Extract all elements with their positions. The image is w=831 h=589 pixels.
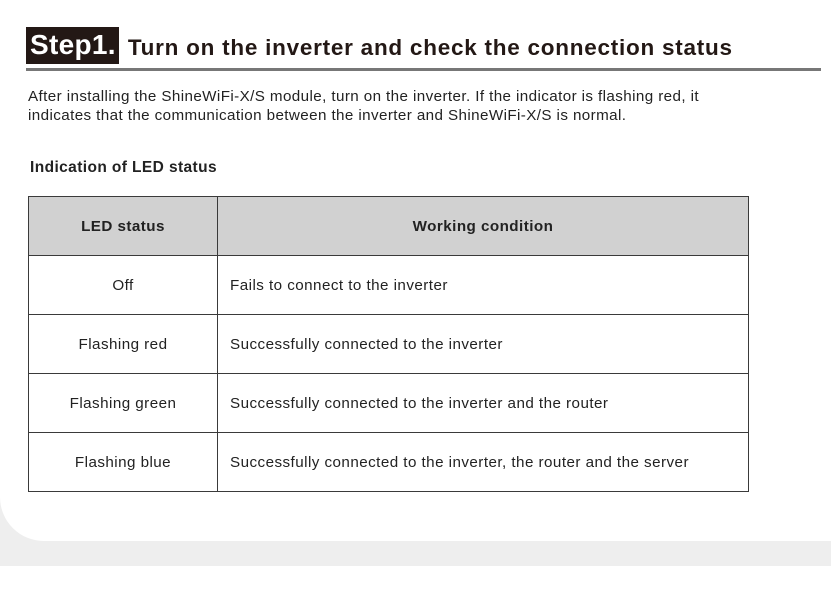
step-badge: Step1. [26,26,119,64]
table-row: Off Fails to connect to the inverter [28,255,749,315]
led-status-cell: Flashing red [28,314,218,374]
column-header-led-status: LED status [28,196,218,256]
working-condition-cell: Successfully connected to the inverter [217,314,749,374]
table-header-row: LED status Working condition [28,196,749,256]
table-row: Flashing red Successfully connected to t… [28,314,749,374]
document-card: Step1. Turn on the inverter and check th… [0,0,831,541]
working-condition-cell: Successfully connected to the inverter, … [217,432,749,492]
working-condition-cell: Successfully connected to the inverter a… [217,373,749,433]
intro-paragraph: After installing the ShineWiFi-X/S modul… [28,88,699,124]
column-header-working-condition: Working condition [217,196,749,256]
heading-divider [26,68,821,71]
led-status-cell: Off [28,255,218,315]
led-status-cell: Flashing blue [28,432,218,492]
table-row: Flashing green Successfully connected to… [28,373,749,433]
table-row: Flashing blue Successfully connected to … [28,432,749,492]
led-status-table: LED status Working condition Off Fails t… [28,196,749,492]
step-title: Turn on the inverter and check the conne… [127,35,733,60]
led-status-cell: Flashing green [28,373,218,433]
working-condition-cell: Fails to connect to the inverter [217,255,749,315]
step-heading: Step1. Turn on the inverter and check th… [26,26,733,64]
section-heading: Indication of LED status [30,159,217,176]
